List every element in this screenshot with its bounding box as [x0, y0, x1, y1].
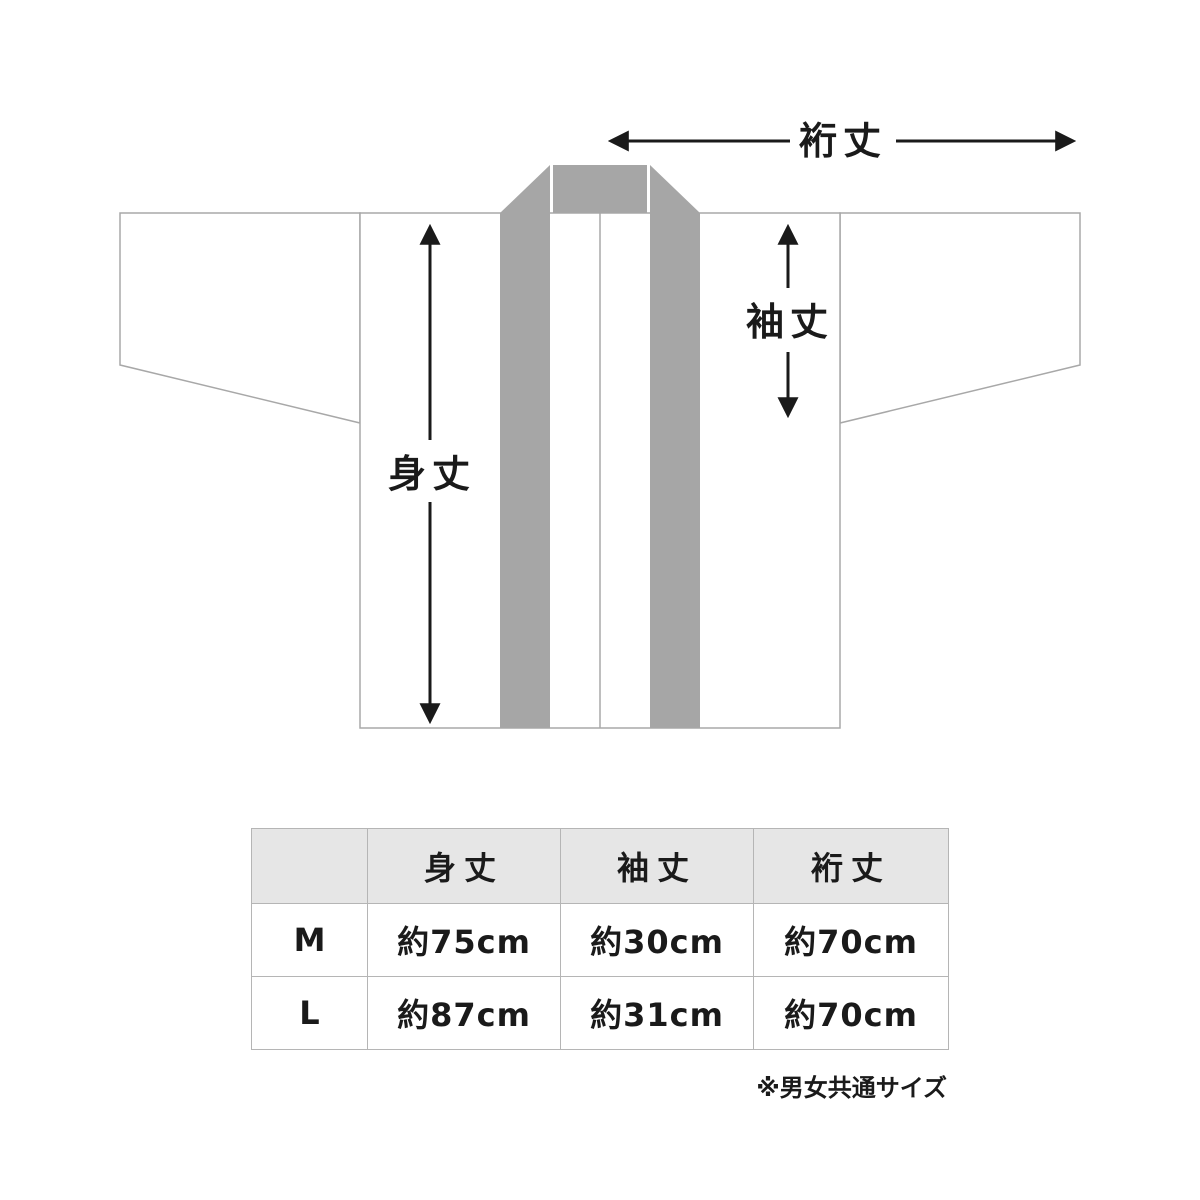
yukitake-value: 約70cm	[753, 903, 949, 977]
sodetake-label: 袖丈	[746, 300, 834, 344]
yukitake-label: 裄丈	[799, 119, 887, 163]
header-empty-cell	[251, 828, 368, 904]
right-sleeve	[839, 212, 1081, 424]
yukitake-value: 約70cm	[753, 976, 949, 1050]
header-sodetake: 袖丈	[560, 828, 754, 904]
sodetake-value: 約30cm	[560, 903, 754, 977]
mitake-dimension: 身丈	[388, 223, 476, 725]
table-row: M 約75cm 約30cm 約70cm	[251, 903, 949, 977]
mitake-value: 約87cm	[367, 976, 561, 1050]
size-table: 身丈 袖丈 裄丈 M 約75cm 約30cm 約70cm L 約87cm 約31…	[251, 828, 949, 1050]
left-sleeve	[119, 212, 361, 424]
yukitake-dimension: 裄丈	[607, 119, 1077, 163]
header-yukitake: 裄丈	[753, 828, 949, 904]
collar	[500, 165, 700, 728]
happi-coat-diagram: 裄丈 袖丈 身丈	[119, 119, 1081, 729]
collar-back	[553, 165, 647, 213]
sodetake-value: 約31cm	[560, 976, 754, 1050]
mitake-label: 身丈	[388, 452, 476, 496]
table-row: L 約87cm 約31cm 約70cm	[251, 976, 949, 1050]
table-header-row: 身丈 袖丈 裄丈	[251, 828, 949, 904]
size-label: L	[251, 976, 368, 1050]
size-label: M	[251, 903, 368, 977]
sodetake-dimension: 袖丈	[746, 223, 834, 419]
collar-right-band	[650, 165, 700, 728]
header-mitake: 身丈	[367, 828, 561, 904]
unisex-size-note: ※男女共通サイズ	[756, 1074, 947, 1102]
mitake-value: 約75cm	[367, 903, 561, 977]
collar-left-band	[500, 165, 550, 728]
